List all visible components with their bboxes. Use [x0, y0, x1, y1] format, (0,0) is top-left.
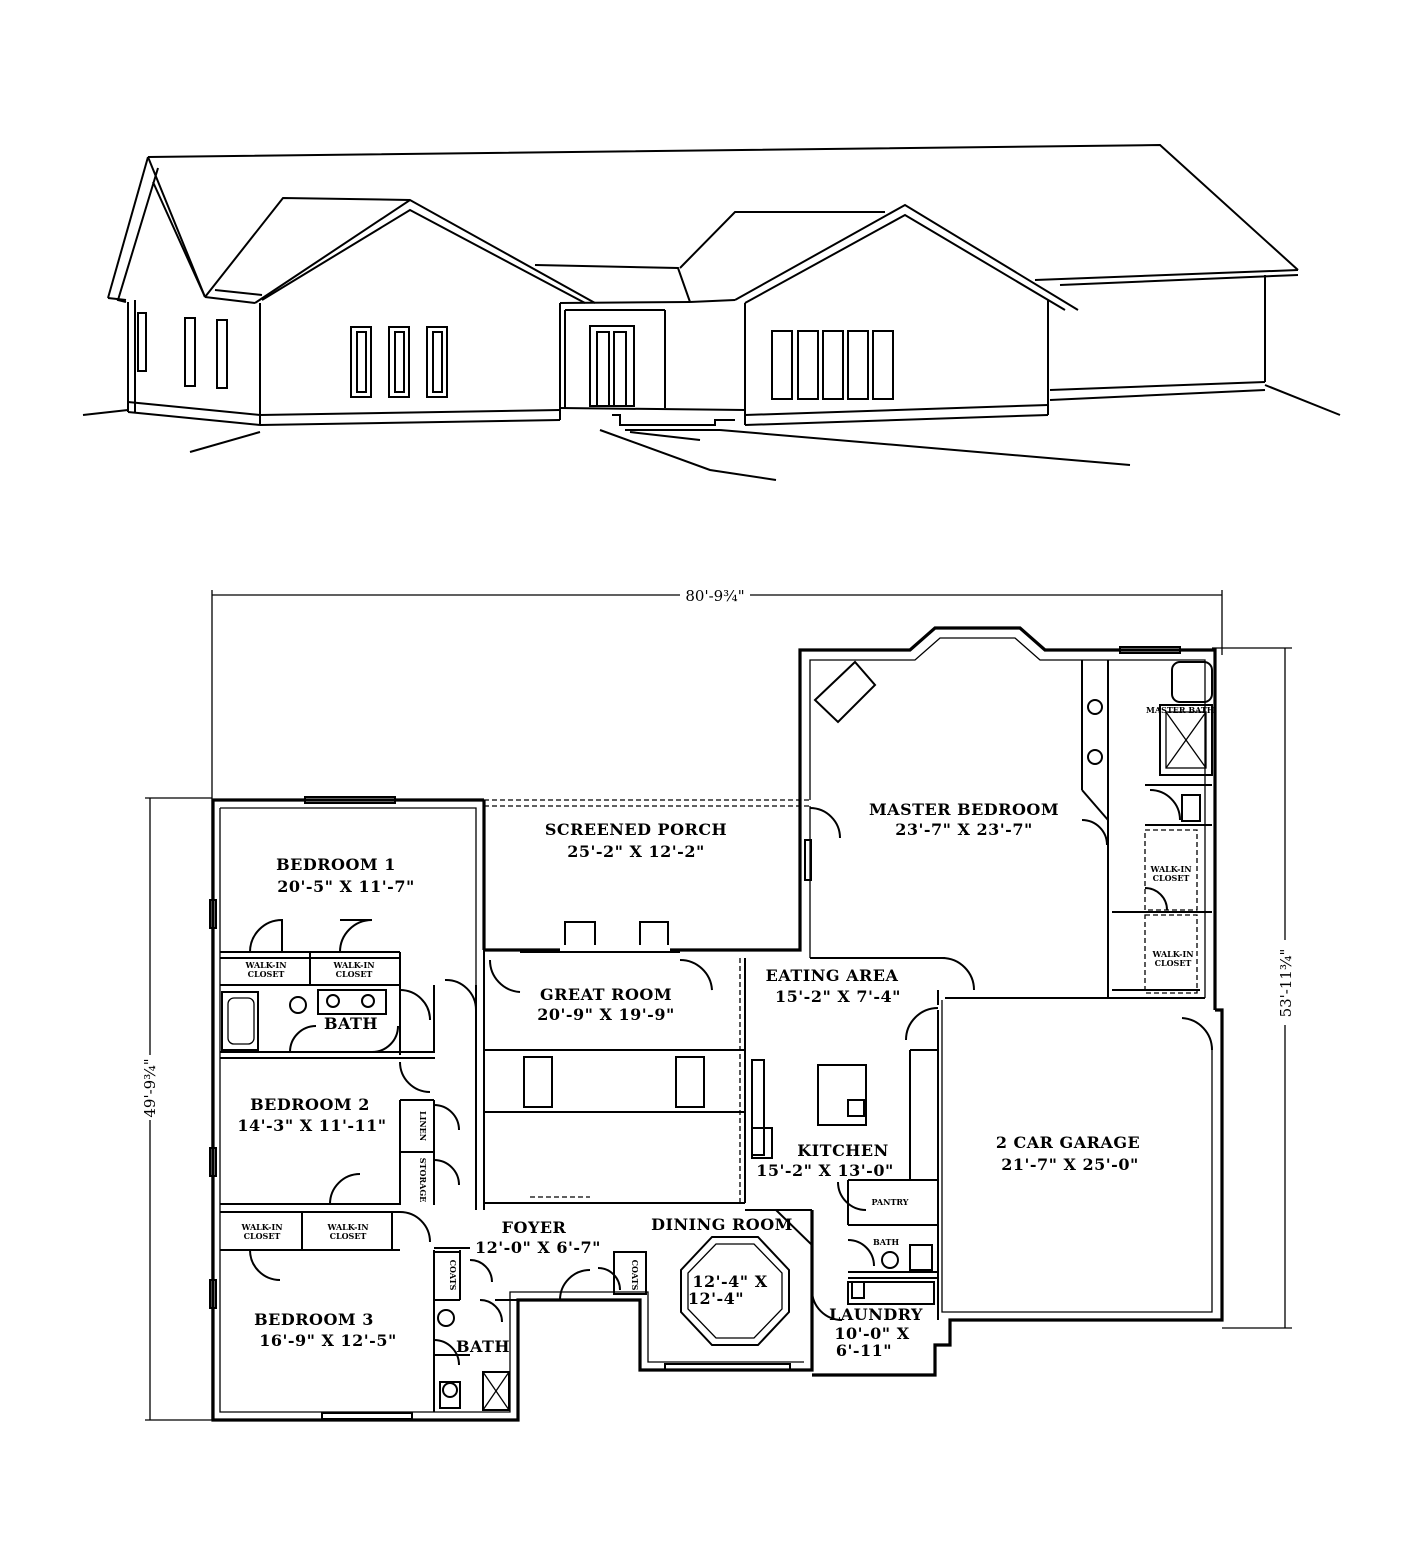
dimension-lines — [145, 590, 1292, 1421]
bedroom2-label: BEDROOM 2 — [250, 1095, 370, 1114]
overall-depth-left: 49'-9¾" — [141, 1058, 159, 1117]
walk-in-label: WALK-IN — [1149, 864, 1191, 874]
screened-porch-label: SCREENED PORCH — [545, 820, 727, 839]
closet-label: CLOSET — [248, 969, 285, 979]
walk-in-label: WALK-IN — [326, 1222, 368, 1232]
closet-label: CLOSET — [330, 1231, 367, 1241]
front-elevation — [82, 143, 1341, 481]
great-room-size: 20'-9" X 19'-9" — [537, 1005, 675, 1024]
windows — [209, 646, 1181, 1420]
fixtures — [221, 699, 1201, 1411]
dimension-text: 80'-9¾" 49'-9¾" 53'-11¾" — [141, 587, 1295, 1118]
master-bath-label: MASTER BATH — [1146, 705, 1215, 715]
foyer-label: FOYER — [502, 1218, 567, 1237]
kitchen-label: KITCHEN — [797, 1141, 888, 1160]
master-bedroom-label: MASTER BEDROOM — [869, 800, 1059, 819]
coats-label: COATS — [630, 1260, 640, 1291]
kitchen-size: 15'-2" X 13'-0" — [756, 1161, 894, 1180]
door-swings — [249, 789, 1214, 1366]
floor-plan: MASTER BEDROOM 23'-7" X 23'-7" SCREENED … — [141, 587, 1295, 1422]
laundry-size-a: 10'-0" X — [834, 1324, 909, 1343]
garage-size: 21'-7" X 25'-0" — [1001, 1155, 1139, 1174]
bath-lower-label: BATH — [456, 1337, 510, 1356]
walk-in-label: WALK-IN — [1151, 949, 1193, 959]
coats-label: COATS — [448, 1260, 458, 1291]
closet-label: CLOSET — [1155, 958, 1192, 968]
small-bath-label: BATH — [873, 1237, 899, 1247]
overall-width: 80'-9¾" — [685, 587, 744, 605]
bedroom1-size: 20'-5" X 11'-7" — [277, 877, 415, 896]
walk-in-label: WALK-IN — [244, 960, 286, 970]
eating-area-label: EATING AREA — [766, 966, 899, 985]
master-bedroom-size: 23'-7" X 23'-7" — [895, 820, 1033, 839]
bedroom1-label: BEDROOM 1 — [276, 855, 396, 874]
dining-room-size-b: 12'-4" — [688, 1289, 744, 1308]
pantry-label: PANTRY — [871, 1197, 908, 1207]
interior-walls — [220, 660, 1213, 1412]
storage-label: STORAGE — [418, 1158, 428, 1202]
great-room-label: GREAT ROOM — [540, 985, 672, 1004]
bedroom3-size: 16'-9" X 12'-5" — [259, 1331, 397, 1350]
laundry-label: LAUNDRY — [829, 1305, 923, 1324]
bath-upper-label: BATH — [324, 1014, 378, 1033]
small-labels: MASTER BATH WALK-IN CLOSET WALK-IN CLOSE… — [240, 705, 1214, 1291]
overall-depth-right: 53'-11¾" — [1277, 949, 1295, 1018]
room-labels: MASTER BEDROOM 23'-7" X 23'-7" SCREENED … — [237, 800, 1140, 1360]
walk-in-label: WALK-IN — [332, 960, 374, 970]
dining-room-label: DINING ROOM — [651, 1215, 793, 1234]
closet-label: CLOSET — [1153, 873, 1190, 883]
bedroom3-label: BEDROOM 3 — [254, 1310, 374, 1329]
screened-porch-size: 25'-2" X 12'-2" — [567, 842, 705, 861]
closet-label: CLOSET — [244, 1231, 281, 1241]
garage-label: 2 CAR GARAGE — [996, 1133, 1140, 1152]
bedroom2-size: 14'-3" X 11'-11" — [237, 1116, 386, 1135]
walk-in-label: WALK-IN — [240, 1222, 282, 1232]
dining-room-size-a: 12'-4" X — [692, 1272, 767, 1291]
laundry-size-b: 6'-11" — [836, 1341, 892, 1360]
closet-label: CLOSET — [336, 969, 373, 979]
linen-label: LINEN — [418, 1111, 428, 1141]
eating-area-size: 15'-2" X 7'-4" — [775, 987, 901, 1006]
foyer-size: 12'-0" X 6'-7" — [475, 1238, 601, 1257]
